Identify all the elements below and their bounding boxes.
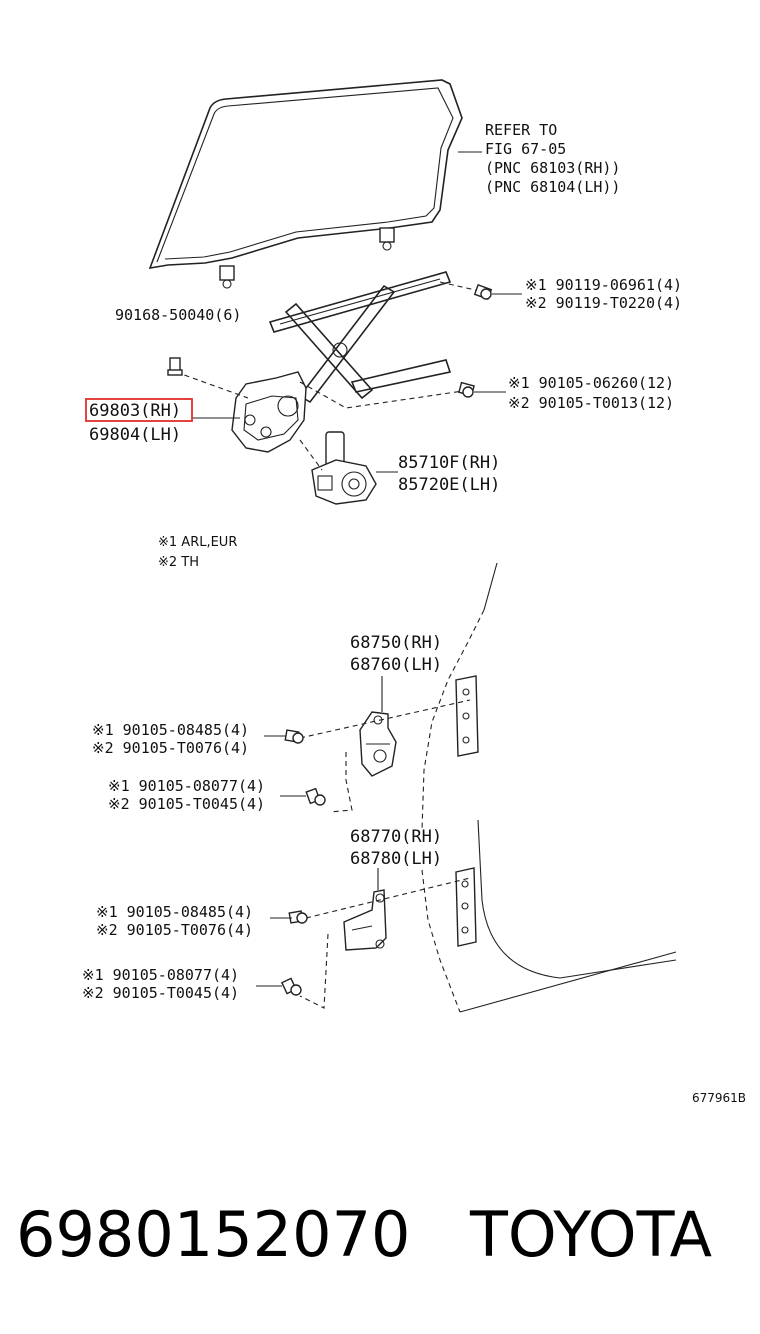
refer-label-4: (PNC 68104(LH)) xyxy=(485,178,620,196)
refer-label-2: FIG 67-05 xyxy=(485,140,566,158)
bolt-icon xyxy=(284,729,304,744)
bolt-e1-label: ※1 90105-08077(4) xyxy=(108,777,265,795)
bolt-c1-label: ※1 90105-06260(12) xyxy=(508,374,674,392)
window-regulator xyxy=(231,271,452,453)
bolt-icon xyxy=(305,787,326,806)
bolt-icon xyxy=(281,977,302,996)
bolt-g2-label: ※2 90105-T0045(4) xyxy=(82,984,239,1002)
upper-hinge-plate xyxy=(455,675,479,757)
bolt-d2-label: ※2 90105-T0076(4) xyxy=(92,739,249,757)
bolt-icon xyxy=(167,357,183,376)
regulator-lh-label: 69804(LH) xyxy=(89,425,181,445)
lower-hinge-lh-label: 68780(LH) xyxy=(350,849,442,869)
door-outline xyxy=(421,562,677,1013)
bolt-b-label: 90168-50040(6) xyxy=(115,306,241,324)
bolt-f2-label: ※2 90105-T0076(4) xyxy=(96,921,253,939)
bolt-d1-label: ※1 90105-08485(4) xyxy=(92,721,249,739)
lower-hinge-rh-label: 68770(RH) xyxy=(350,827,442,847)
brand-name: TOYOTA xyxy=(469,1198,712,1271)
bolt-icon xyxy=(288,910,308,924)
highlight-box xyxy=(85,398,193,422)
door-glass xyxy=(148,79,463,289)
lower-hinge-plate xyxy=(455,867,477,947)
lower-door-hinge xyxy=(343,889,387,951)
figure-ref: 677961B xyxy=(692,1091,746,1105)
regulator-motor xyxy=(311,431,377,505)
part-number: 6980152070 xyxy=(16,1198,410,1271)
upper-door-hinge xyxy=(359,711,397,777)
refer-label-1: REFER TO xyxy=(485,121,557,139)
bolt-a1-label: ※1 90119-06961(4) xyxy=(525,276,682,294)
bolt-e2-label: ※2 90105-T0045(4) xyxy=(108,795,265,813)
note-2: ※2 TH xyxy=(158,555,199,570)
upper-hinge-lh-label: 68760(LH) xyxy=(350,655,442,675)
upper-hinge-rh-label: 68750(RH) xyxy=(350,633,442,653)
motor-rh-label: 85710F(RH) xyxy=(398,453,500,473)
bolt-icon xyxy=(458,381,475,398)
refer-label-3: (PNC 68103(RH)) xyxy=(485,159,620,177)
bolt-g1-label: ※1 90105-08077(4) xyxy=(82,966,239,984)
note-1: ※1 ARL,EUR xyxy=(158,535,237,550)
regulator-rh-label: 69803(RH) xyxy=(89,401,181,421)
motor-lh-label: 85720E(LH) xyxy=(398,475,500,495)
bolt-a2-label: ※2 90119-T0220(4) xyxy=(525,294,682,312)
bolt-f1-label: ※1 90105-08485(4) xyxy=(96,903,253,921)
bolt-icon xyxy=(473,284,493,300)
bolt-c2-label: ※2 90105-T0013(12) xyxy=(508,394,674,412)
